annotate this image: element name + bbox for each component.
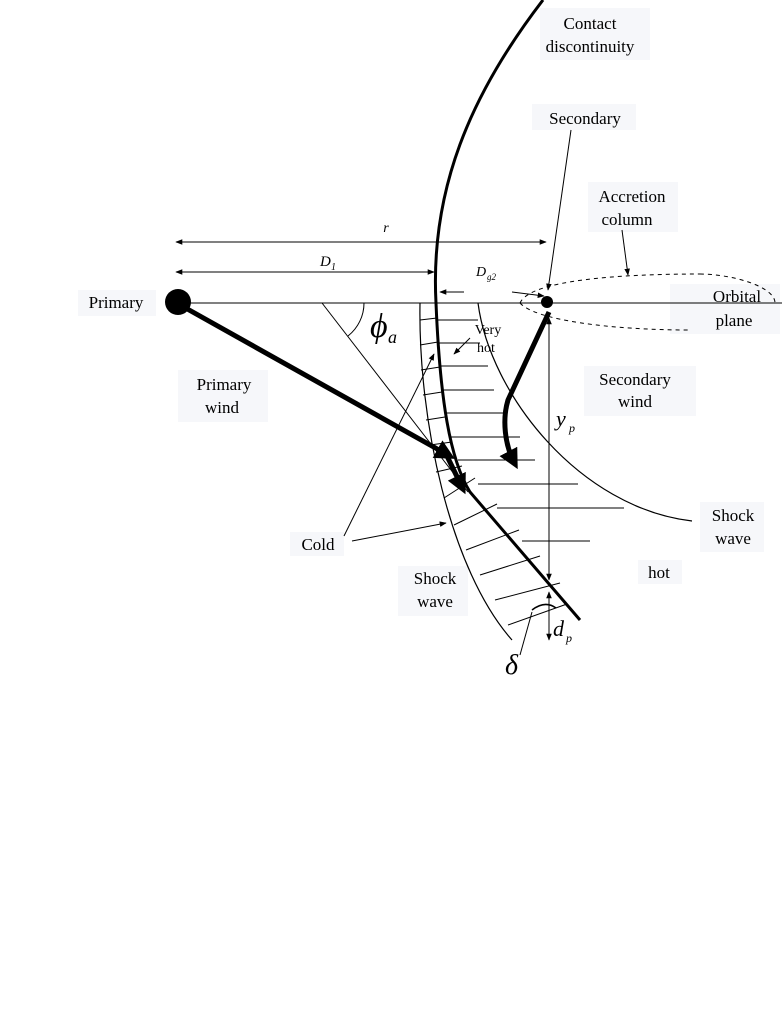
dp-symbol: d [553,616,565,641]
orbital-plane-label-2: plane [716,311,753,330]
primary-wind-arrow-1 [180,303,455,459]
hot-label: hot [648,563,670,582]
delta-symbol: δ [505,650,519,681]
contact-discontinuity-label-2: discontinuity [546,37,635,56]
dg2-subscript: g2 [487,272,497,282]
shock-wave-right-label-1: Shock [712,506,755,525]
secondary-wind-label-2: wind [618,392,653,411]
delta-angle-arc [531,603,557,611]
very-hot-pointer [453,337,471,355]
phi-subscript: a [388,327,397,347]
shock-wave-left-label-1: Shock [414,569,457,588]
secondary-wind-arrow [499,310,552,470]
primary-wind-arrow-2 [443,452,466,495]
very-hot-label-1: Very [475,323,501,338]
dg2-right-arrow [511,291,545,298]
contact-discontinuity-label-1: Contact [564,14,617,33]
phi-symbol: ϕ [370,308,388,345]
shock-wave-right-label-2: wave [715,529,751,548]
phi-angle-line [321,302,469,493]
yp-subscript: p [568,421,575,435]
d1-symbol: D [319,254,331,270]
accretion-column-label-1: Accretion [598,187,666,206]
r-symbol: r [383,221,389,236]
cold-label: Cold [301,535,335,554]
cold-pointer-upper [343,353,435,537]
accretion-column-cap [699,273,776,304]
hot-region-hatching [437,319,624,542]
secondary-label: Secondary [549,109,621,128]
delta-pointer-line [519,611,533,656]
yp-symbol: y [554,406,566,431]
primary-wind-label-1: Primary [197,375,252,394]
secondary-star [541,296,553,308]
cold-pointer-lower [351,521,447,542]
very-hot-label-2: hot [477,341,495,356]
phi-angle-arc [347,302,365,337]
accretion-column-label-2: column [602,210,653,229]
secondary-pointer [546,129,572,291]
primary-wind-label-2: wind [205,398,240,417]
dg2-symbol: D [475,265,486,280]
primary-star [165,289,191,315]
orbital-plane-label-1: Orbital [713,287,761,306]
d1-subscript: 1 [331,262,336,273]
accretion-column-lower [519,302,691,331]
left-shock-wave-curve [419,302,513,641]
accretion-pointer [621,229,630,276]
dp-subscript: p [565,631,572,645]
secondary-wind-label-1: Secondary [599,370,671,389]
accretion-column-upper [519,273,701,304]
shock-wave-left-label-2: wave [417,592,453,611]
primary-label: Primary [89,293,144,312]
contact-discontinuity-curve [433,0,582,621]
